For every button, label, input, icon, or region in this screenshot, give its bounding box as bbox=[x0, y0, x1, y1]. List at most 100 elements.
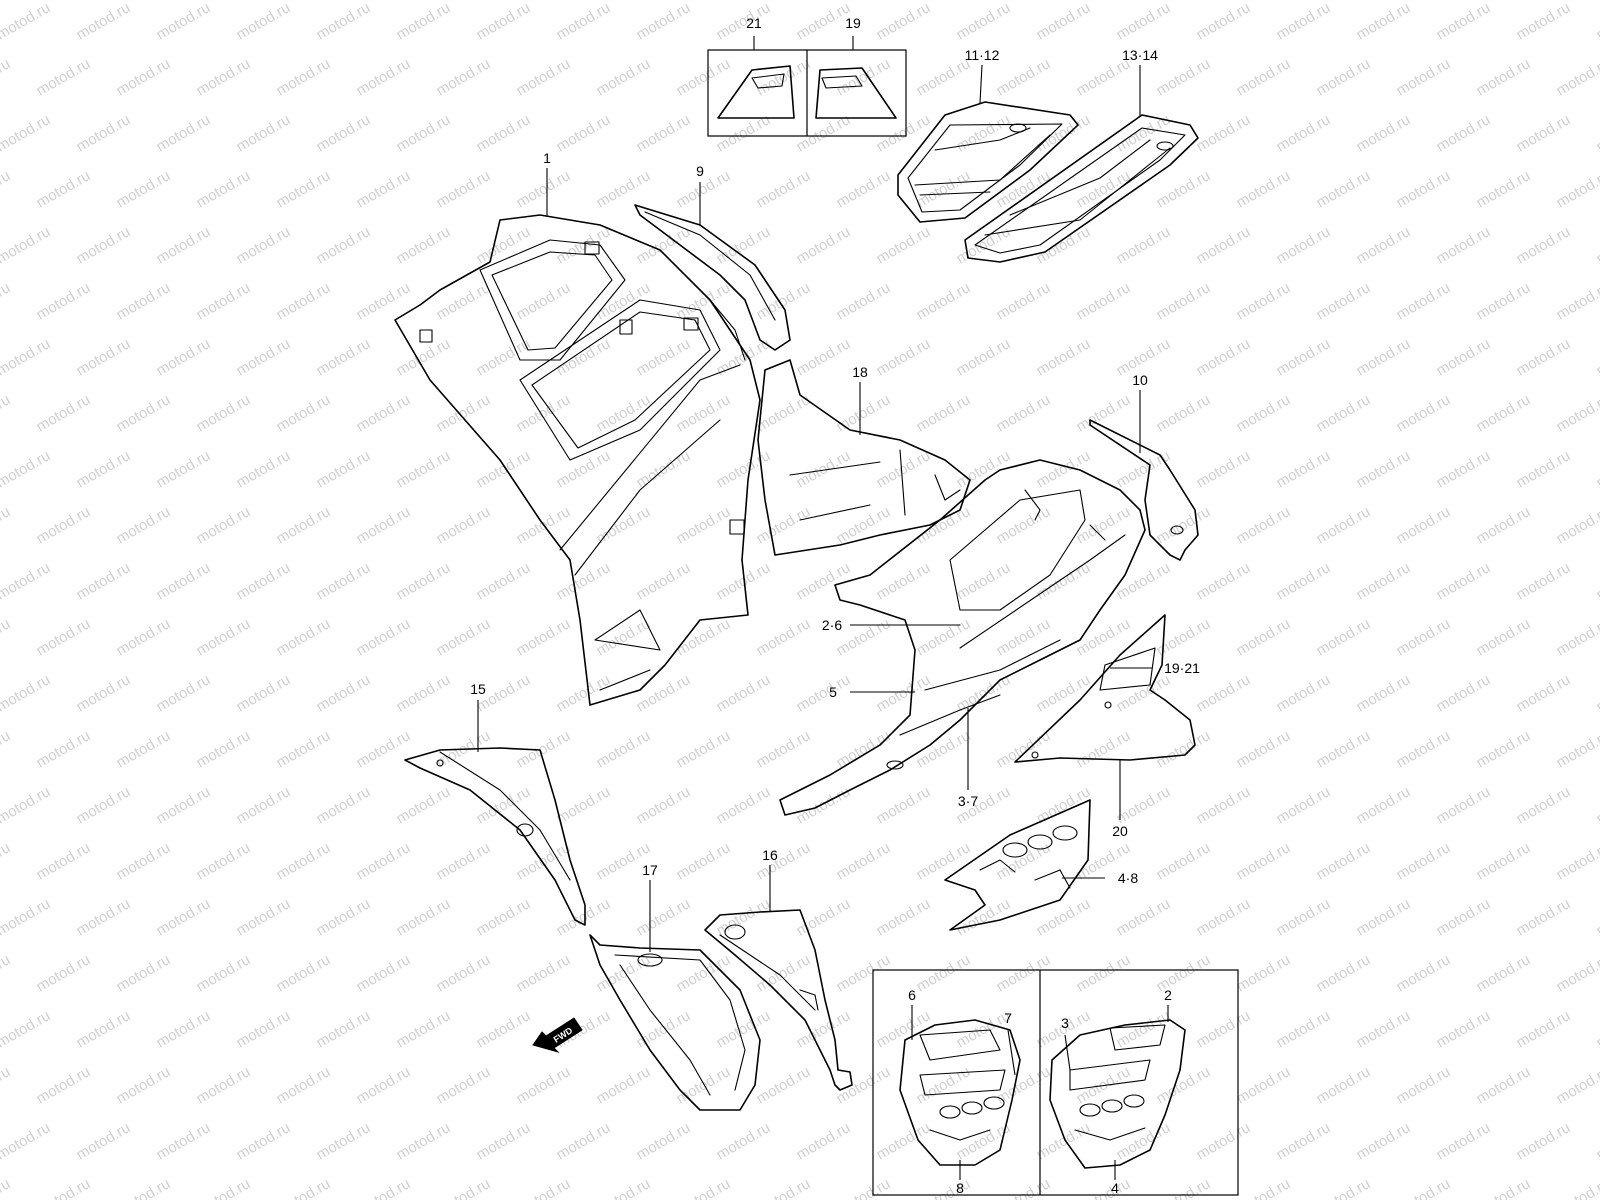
watermark-text: motod.ru bbox=[34, 55, 94, 99]
watermark-text: motod.ru bbox=[194, 615, 254, 659]
watermark-text: motod.ru bbox=[1154, 55, 1214, 99]
watermark-text: motod.ru bbox=[514, 55, 574, 99]
watermark-text: motod.ru bbox=[0, 503, 13, 547]
watermark-text: motod.ru bbox=[194, 951, 254, 995]
callout-2-6: 2·6 bbox=[822, 617, 842, 633]
watermark-text: motod.ru bbox=[394, 111, 454, 155]
watermark-text: motod.ru bbox=[994, 1175, 1054, 1200]
watermark-text: motod.ru bbox=[514, 167, 574, 211]
watermark-text: motod.ru bbox=[0, 447, 53, 491]
watermark-text: motod.ru bbox=[194, 391, 254, 435]
watermark-text: motod.ru bbox=[274, 951, 334, 995]
watermark-text: motod.ru bbox=[354, 727, 414, 771]
watermark-text: motod.ru bbox=[514, 839, 574, 883]
watermark-text: motod.ru bbox=[114, 615, 174, 659]
part-17 bbox=[589, 880, 761, 1111]
watermark-text: motod.ru bbox=[0, 55, 13, 99]
watermark-text: motod.ru bbox=[1554, 1063, 1600, 1107]
callout-labels: 21 19 11·12 13·14 1 9 18 10 2·6 19·21 5 … bbox=[470, 15, 1200, 1196]
watermark-text: motod.ru bbox=[274, 391, 334, 435]
watermark-text: motod.ru bbox=[1434, 223, 1494, 267]
watermark-text: motod.ru bbox=[794, 223, 854, 267]
watermark-text: motod.ru bbox=[1314, 391, 1374, 435]
watermark-text: motod.ru bbox=[1034, 559, 1094, 603]
watermark-text: motod.ru bbox=[594, 167, 654, 211]
watermark-text: motod.ru bbox=[274, 727, 334, 771]
inset-callout-2: 2 bbox=[1164, 987, 1172, 1003]
watermark-text: motod.ru bbox=[794, 783, 854, 827]
watermark-text: motod.ru bbox=[834, 391, 894, 435]
watermark-text: motod.ru bbox=[554, 223, 614, 267]
watermark-text: motod.ru bbox=[514, 1175, 574, 1200]
watermark-text: motod.ru bbox=[354, 167, 414, 211]
watermark-text: motod.ru bbox=[314, 671, 374, 715]
watermark-text: motod.ru bbox=[1314, 615, 1374, 659]
watermark-text: motod.ru bbox=[674, 1063, 734, 1107]
watermark-text: motod.ru bbox=[634, 783, 694, 827]
watermark-text: motod.ru bbox=[1314, 1063, 1374, 1107]
watermark-text: motod.ru bbox=[1194, 559, 1254, 603]
watermark-text: motod.ru bbox=[1114, 895, 1174, 939]
fwd-arrow bbox=[532, 1017, 583, 1053]
callout-5: 5 bbox=[829, 684, 837, 700]
watermark-text: motod.ru bbox=[1234, 55, 1294, 99]
watermark-text: motod.ru bbox=[194, 839, 254, 883]
watermark-text: motod.ru bbox=[794, 671, 854, 715]
watermark-text: motod.ru bbox=[154, 783, 214, 827]
callout-17: 17 bbox=[642, 862, 658, 878]
watermark-text: motod.ru bbox=[234, 1119, 294, 1163]
watermark-text: motod.ru bbox=[754, 1063, 814, 1107]
watermark-text: motod.ru bbox=[634, 559, 694, 603]
watermark-text: motod.ru bbox=[474, 895, 534, 939]
watermark-text: motod.ru bbox=[914, 503, 974, 547]
watermark-text: motod.ru bbox=[714, 0, 774, 43]
watermark-text: motod.ru bbox=[0, 335, 53, 379]
watermark-text: motod.ru bbox=[0, 279, 13, 323]
watermark-text: motod.ru bbox=[1474, 503, 1534, 547]
watermark-text: motod.ru bbox=[1314, 503, 1374, 547]
watermark-text: motod.ru bbox=[594, 615, 654, 659]
watermark-text: motod.ru bbox=[1034, 447, 1094, 491]
watermark-text: motod.ru bbox=[154, 111, 214, 155]
watermark-text: motod.ru bbox=[554, 671, 614, 715]
callout-18: 18 bbox=[852, 364, 868, 380]
watermark-text: motod.ru bbox=[1194, 671, 1254, 715]
watermark-text: motod.ru bbox=[914, 391, 974, 435]
watermark-text: motod.ru bbox=[74, 783, 134, 827]
watermark-text: motod.ru bbox=[1194, 895, 1254, 939]
watermark-text: motod.ru bbox=[1394, 727, 1454, 771]
watermark-text: motod.ru bbox=[514, 1063, 574, 1107]
watermark-text: motod.ru bbox=[634, 335, 694, 379]
watermark-text: motod.ru bbox=[1474, 55, 1534, 99]
watermark-text: motod.ru bbox=[1434, 783, 1494, 827]
watermark-text: motod.ru bbox=[834, 1175, 894, 1200]
watermark-text: motod.ru bbox=[554, 1119, 614, 1163]
watermark-text: motod.ru bbox=[594, 55, 654, 99]
watermark-text: motod.ru bbox=[1474, 727, 1534, 771]
watermark-text: motod.ru bbox=[634, 1007, 694, 1051]
watermark-text: motod.ru bbox=[1474, 391, 1534, 435]
watermark-text: motod.ru bbox=[1074, 167, 1134, 211]
callout-4-8: 4·8 bbox=[1118, 870, 1138, 886]
watermark-text: motod.ru bbox=[234, 223, 294, 267]
watermark-text: motod.ru bbox=[474, 783, 534, 827]
watermark-text: motod.ru bbox=[274, 1063, 334, 1107]
watermark-text: motod.ru bbox=[394, 671, 454, 715]
watermark-text: motod.ru bbox=[1234, 391, 1294, 435]
watermark-text: motod.ru bbox=[314, 0, 374, 43]
watermark-text: motod.ru bbox=[834, 1063, 894, 1107]
watermark-text: motod.ru bbox=[1394, 1063, 1454, 1107]
watermark-text: motod.ru bbox=[594, 503, 654, 547]
watermark-text: motod.ru bbox=[1274, 223, 1334, 267]
watermark-text: motod.ru bbox=[594, 1175, 654, 1200]
watermark-text: motod.ru bbox=[114, 167, 174, 211]
callout-10: 10 bbox=[1132, 372, 1148, 388]
watermark-text: motod.ru bbox=[714, 223, 774, 267]
watermark-text: motod.ru bbox=[1034, 671, 1094, 715]
watermark-text: motod.ru bbox=[1274, 783, 1334, 827]
watermark-text: motod.ru bbox=[274, 503, 334, 547]
watermark-text: motod.ru bbox=[594, 1063, 654, 1107]
watermark-text: motod.ru bbox=[194, 1063, 254, 1107]
watermark-text: motod.ru bbox=[0, 839, 13, 883]
watermark-text: motod.ru bbox=[954, 335, 1014, 379]
